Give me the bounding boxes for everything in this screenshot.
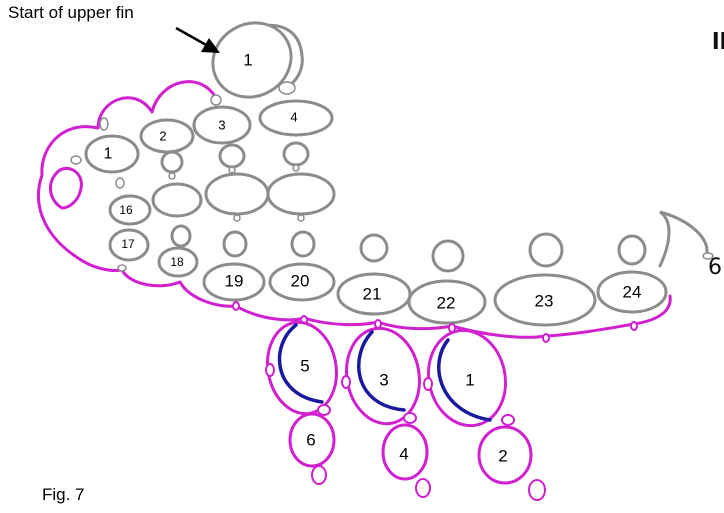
picot: [115, 177, 125, 189]
ring-small: [431, 239, 465, 273]
picot: [542, 333, 550, 343]
ring-17-label: 17: [121, 237, 135, 251]
fin-tip-2: [477, 425, 533, 485]
fin-middle: 3 4: [341, 326, 431, 498]
top-ring-label: 1: [243, 51, 252, 70]
fin-1-label: 1: [465, 371, 474, 390]
picot: [403, 412, 417, 424]
picot: [232, 301, 240, 311]
picot-top: [278, 81, 296, 95]
fin-3-label: 3: [379, 371, 388, 390]
picot: [228, 166, 236, 174]
chain-loop-left: [49, 167, 83, 210]
annotation-arrow: [175, 26, 220, 53]
fin-arc: [357, 330, 406, 412]
fin-4-label: 4: [399, 445, 408, 464]
ring-20-label: 20: [291, 272, 310, 291]
picot: [297, 214, 305, 222]
ring-small: [282, 141, 310, 167]
ring-upper-3-label: 3: [218, 118, 225, 133]
picot: [210, 94, 222, 106]
ring-21-label: 21: [363, 285, 382, 304]
ring-17: [108, 228, 150, 262]
picot: [233, 214, 241, 222]
ring-small: [359, 233, 389, 263]
picot: [630, 321, 638, 331]
ring-22-label: 22: [437, 294, 456, 313]
fin-arc: [437, 338, 492, 422]
ring-mid: [204, 172, 270, 216]
picot: [501, 414, 515, 426]
ring-16: [108, 194, 152, 226]
chain-tail: [658, 210, 709, 268]
fin-right: 1 2: [423, 328, 546, 501]
ring-small: [170, 224, 192, 248]
ring-20: [268, 262, 336, 302]
top-ring: [211, 21, 293, 99]
fin-arc: [277, 323, 324, 404]
ring-19-label: 19: [225, 272, 244, 291]
ring-23: [493, 273, 597, 327]
ring-23-label: 23: [535, 292, 554, 311]
fin-5-label: 5: [300, 357, 309, 376]
picot: [415, 478, 431, 498]
picot: [317, 404, 331, 416]
ring-upper-1-label: 1: [104, 146, 113, 163]
ring-small: [222, 230, 248, 258]
ring-upper-4-label: 4: [290, 110, 297, 125]
picot: [265, 363, 275, 377]
fin-tip-4: [381, 423, 429, 481]
ring-small: [218, 143, 246, 169]
fin-2-label: 2: [498, 447, 507, 466]
annotation-text: Start of upper fin: [8, 3, 134, 22]
ring-19: [202, 262, 266, 302]
fin-left: 5 6: [265, 320, 338, 485]
ring-small: [617, 234, 647, 266]
ring-18: [157, 246, 199, 278]
picot: [528, 479, 546, 501]
picot: [168, 172, 176, 180]
fin-6-label: 6: [306, 431, 315, 450]
ring-18-label: 18: [170, 255, 184, 269]
ring-mid: [266, 172, 336, 216]
edge-fragment-top: ll: [712, 30, 724, 55]
picot: [70, 155, 82, 165]
ring-24: [596, 270, 668, 314]
picot: [99, 117, 109, 131]
ring-upper-2-label: 2: [159, 129, 166, 144]
ring-small: [290, 230, 316, 258]
picot-tail: [702, 252, 714, 260]
ring-24-label: 24: [623, 283, 642, 302]
ring-small: [160, 150, 184, 174]
ring-16-label: 16: [119, 203, 133, 217]
ring-upper-2: [139, 118, 195, 154]
ring-22: [407, 279, 487, 325]
chain-top-left: [36, 80, 218, 272]
ring-small: [528, 232, 564, 268]
picot: [341, 375, 351, 389]
edge-fragment-mid: 6: [708, 255, 722, 280]
chain-lower-left: [120, 268, 238, 308]
ring-upper-3: [192, 105, 252, 145]
ring-upper-1: [84, 134, 140, 174]
ring-upper-4: [258, 99, 334, 137]
figure-caption: Fig. 7: [42, 485, 85, 504]
picot: [311, 465, 327, 485]
picot: [117, 264, 127, 272]
ring-mid: [151, 182, 203, 218]
fin-tip-6: [288, 412, 336, 468]
picot: [292, 164, 300, 172]
picot: [423, 377, 433, 391]
